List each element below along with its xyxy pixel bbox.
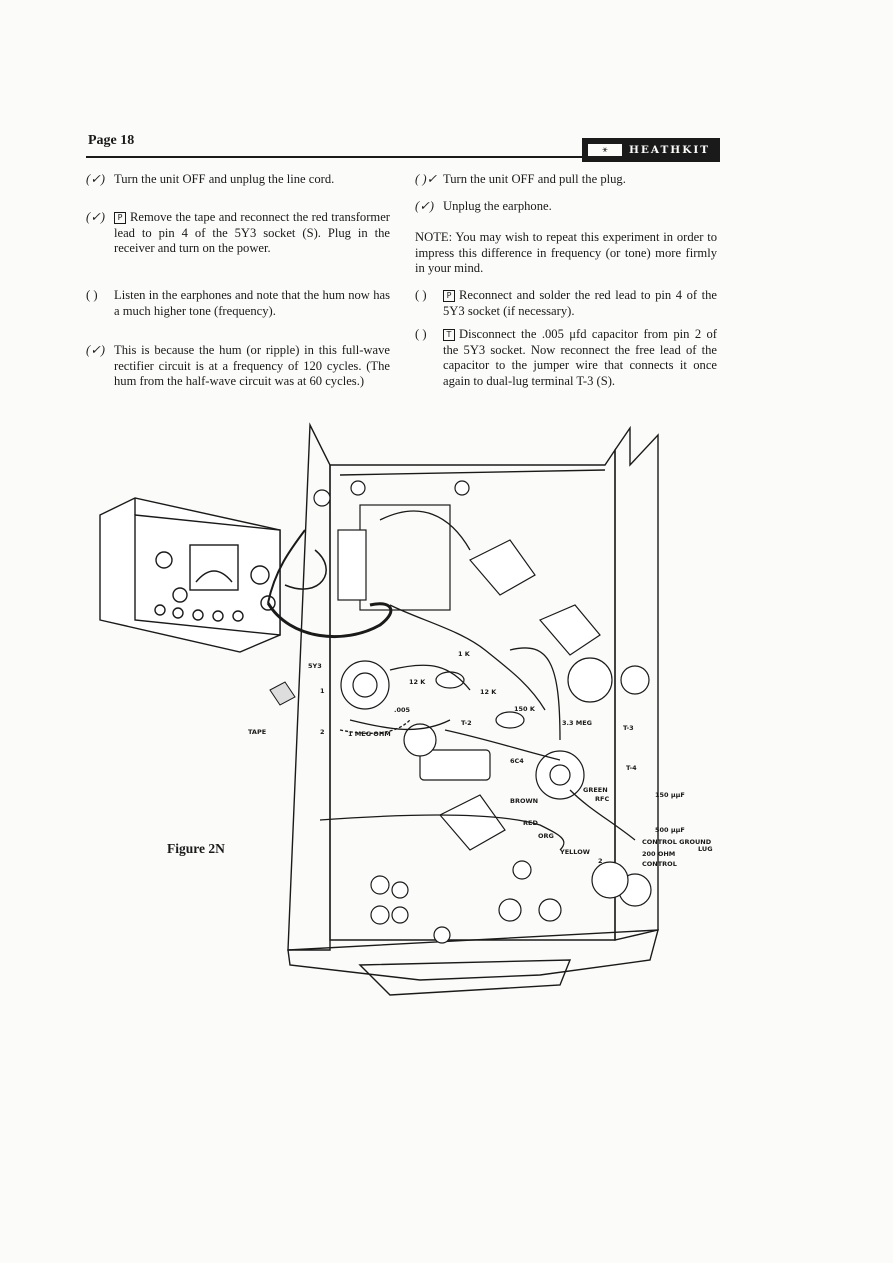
step-text: Reconnect and solder the red lead to pin… [443, 288, 717, 318]
label-5y3: 5Y3 [308, 662, 322, 670]
step-text: Remove the tape and reconnect the red tr… [114, 210, 390, 256]
earphone-cables [266, 529, 393, 638]
heathkit-logo: ⚹ HEATHKIT [582, 138, 720, 162]
wiring [319, 510, 636, 851]
chassis-drawing: 5Y3 TAPE 1 MEG OHM .005 12 K 12 K 1 K 15… [99, 422, 713, 996]
check-box[interactable]: ( ) [86, 288, 98, 302]
label-t3: T-3 [623, 724, 634, 732]
figure-caption: Figure 2N [167, 841, 225, 856]
step-pull-plug: ( )✓ Turn the unit OFF and pull the plug… [415, 172, 717, 188]
label-pin-1: 1 [320, 687, 325, 695]
page-number: Page 18 [88, 133, 135, 148]
figure-2n: 5Y3 TAPE 1 MEG OHM .005 12 K 12 K 1 K 15… [90, 420, 730, 1000]
label-33meg: 3.3 MEG [562, 719, 592, 727]
label-green: GREEN [583, 786, 608, 794]
label-12k-b: 12 K [480, 688, 497, 696]
label-t2: T-2 [461, 719, 472, 727]
chassis-outline [287, 422, 659, 996]
step-text: Turn the unit OFF and unplug the line co… [114, 172, 335, 186]
label-200-ohm: 200 OHM [642, 850, 675, 858]
label-1k: 1 K [458, 650, 471, 658]
p-symbol-icon: P [114, 212, 126, 224]
check-box[interactable]: (✓) [86, 343, 105, 357]
label-pin-2: 2 [320, 728, 325, 736]
check-box[interactable]: (✓) [86, 172, 105, 186]
t-symbol-icon: T [443, 329, 455, 341]
step-text: Unplug the earphone. [443, 199, 552, 213]
label-t4: T-4 [626, 764, 637, 772]
label-150uuf: 150 μμF [655, 791, 685, 799]
label-005: .005 [394, 706, 411, 714]
check-box[interactable]: ( ) [415, 288, 427, 302]
label-500uuf: 500 μμF [655, 826, 685, 834]
check-box[interactable]: (✓) [86, 210, 105, 224]
label-control-ground: CONTROL GROUND [642, 838, 712, 846]
label-rfc: RFC [595, 795, 609, 803]
step-text: Disconnect the .005 μfd capacitor from p… [443, 327, 717, 388]
label-6c4: 6C4 [510, 757, 524, 765]
label-yellow: YELLOW [559, 848, 590, 856]
tape-icon [269, 681, 296, 706]
note-text: NOTE: You may wish to repeat this experi… [415, 230, 717, 276]
step-text: Listen in the earphones and note that th… [114, 288, 390, 318]
check-box[interactable]: ( )✓ [415, 172, 438, 186]
components [313, 480, 652, 944]
step-text: Turn the unit OFF and pull the plug. [443, 172, 626, 186]
step-explanation: (✓) This is because the hum (or ripple) … [86, 343, 390, 390]
label-brown: BROWN [510, 797, 538, 805]
step-turn-off: (✓) Turn the unit OFF and unplug the lin… [86, 172, 390, 188]
step-listen: ( ) Listen in the earphones and note tha… [86, 288, 390, 319]
check-box[interactable]: (✓) [415, 199, 434, 213]
p-symbol-icon: P [443, 290, 455, 302]
label-12k-a: 12 K [409, 678, 426, 686]
label-control: CONTROL [642, 860, 677, 868]
vtvm-meter-icon [99, 497, 281, 653]
label-org: ORG [538, 832, 554, 840]
step-text: This is because the hum (or ripple) in t… [114, 343, 390, 389]
label-1-meg-ohm: 1 MEG OHM [348, 730, 391, 738]
label-tape: TAPE [248, 728, 266, 736]
label-lug: LUG [698, 845, 713, 853]
label-red: RED [523, 819, 538, 827]
step-unplug-earphone: (✓) Unplug the earphone. [415, 199, 717, 215]
logo-flag-icon: ⚹ [587, 143, 623, 157]
check-box[interactable]: ( ) [415, 327, 427, 341]
label-pin-2b: 2 [598, 857, 603, 865]
header-rule [86, 156, 586, 158]
label-150k: 150 K [514, 705, 536, 713]
logo-name: HEATHKIT [629, 144, 711, 156]
